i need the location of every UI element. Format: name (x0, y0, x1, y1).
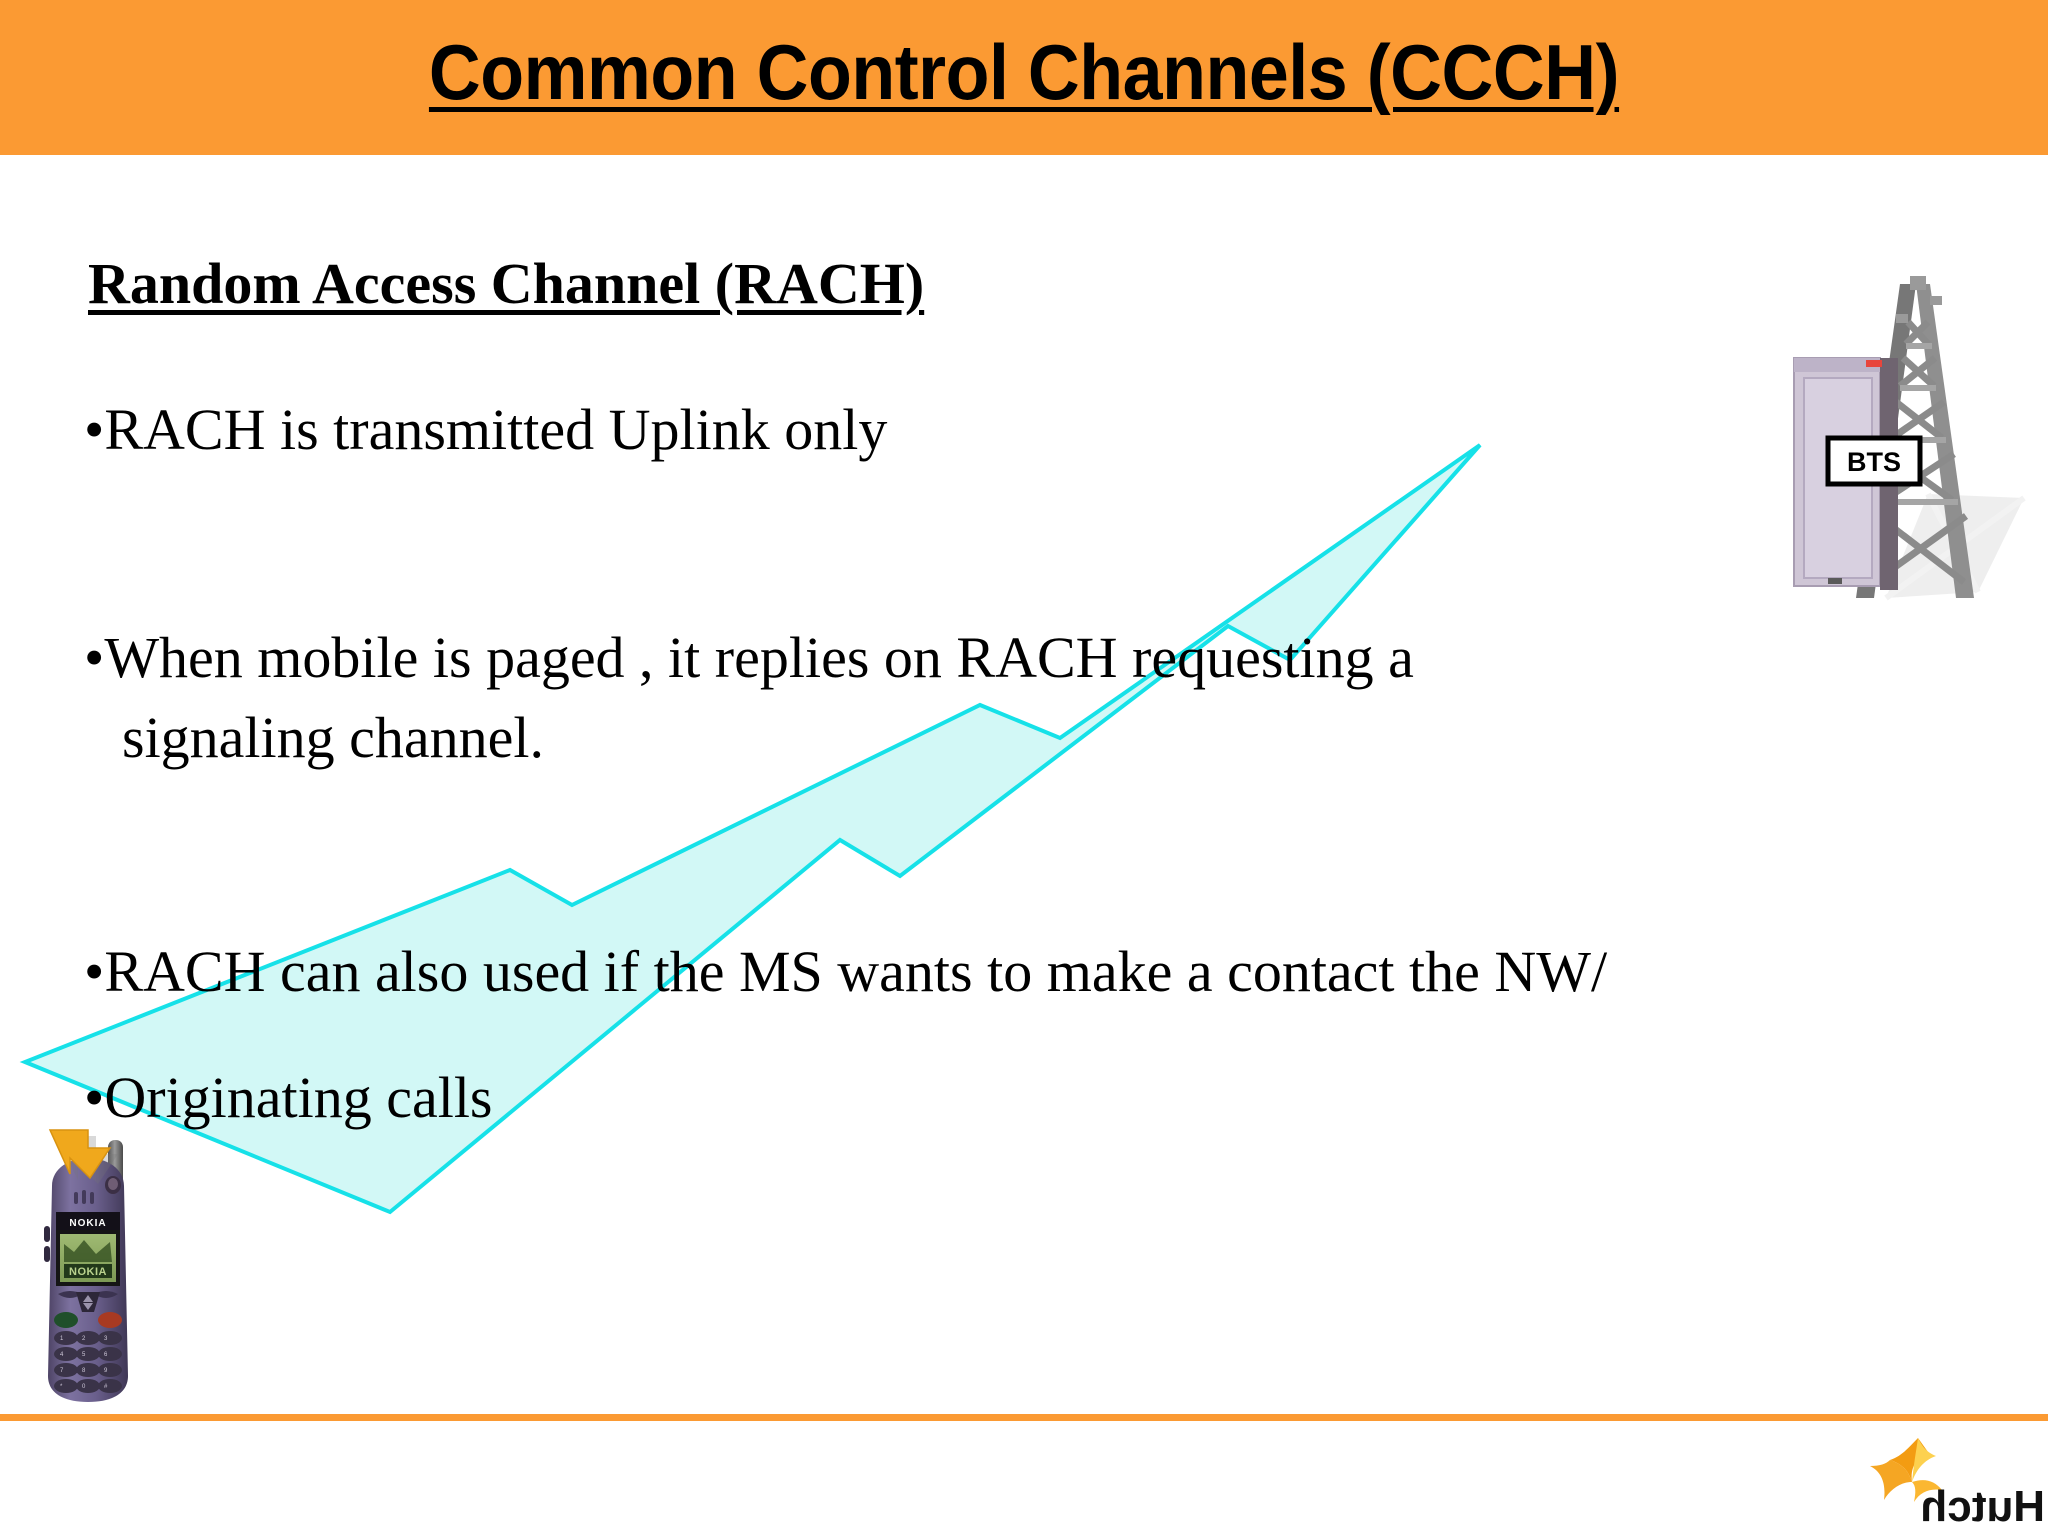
bts-label-box (1825, 435, 1923, 487)
brand-star-icon (1870, 1438, 1942, 1502)
bullet-item-2-continuation: signaling channel. (122, 705, 545, 770)
svg-text:0: 0 (82, 1384, 86, 1390)
svg-text:9: 9 (104, 1368, 108, 1374)
side-key-down[interactable] (44, 1246, 50, 1262)
svg-text:3: 3 (104, 1336, 108, 1342)
svg-text:*: * (60, 1384, 63, 1390)
bullet-text-4: Originating calls (104, 1065, 493, 1130)
bullet-text-1: RACH is transmitted Uplink only (104, 397, 888, 462)
svg-text:7: 7 (60, 1368, 64, 1374)
svg-text:2: 2 (82, 1336, 86, 1342)
brand-band (56, 1212, 120, 1230)
keypad[interactable]: 1 2 3 4 5 6 7 8 9 * 0 # (54, 1331, 122, 1393)
svg-text:6: 6 (104, 1352, 108, 1358)
bts-label-text: BTS (1847, 447, 1901, 477)
svg-text:5: 5 (82, 1352, 86, 1358)
left-softkey[interactable] (58, 1291, 82, 1298)
bullet-item-4: •Originating calls (84, 1064, 493, 1132)
mobile-handset-illustration: NOKIA NOKIA (44, 1140, 128, 1402)
svg-text:4: 4 (60, 1352, 64, 1358)
bullet-marker-icon: • (84, 939, 105, 1004)
page-title: Common Control Channels (CCCH) (428, 28, 1620, 116)
screen-brand-label: NOKIA (69, 1266, 107, 1278)
bullet-item-1: •RACH is transmitted Uplink only (84, 396, 887, 464)
bullet-item-2: •When mobile is paged , it replies on RA… (84, 624, 1414, 692)
screen-graphic-icon (64, 1240, 112, 1262)
bullet-text-3: RACH can also used if the MS wants to ma… (104, 939, 1608, 1004)
nav-up-icon (83, 1295, 93, 1302)
section-heading: Random Access Channel (RACH) (88, 251, 925, 316)
bullet-marker-icon: • (84, 1065, 105, 1130)
call-key[interactable] (54, 1312, 78, 1328)
screen-logo-plate (64, 1264, 112, 1278)
svg-text:1: 1 (60, 1336, 64, 1342)
end-key[interactable] (98, 1312, 122, 1328)
pointer-arrow-icon (48, 1129, 118, 1184)
nav-down-icon (83, 1303, 93, 1310)
footer-divider (0, 1414, 2048, 1421)
svg-text:8: 8 (82, 1368, 86, 1374)
bullet-marker-icon: • (84, 625, 105, 690)
bullet-text-2: When mobile is paged , it replies on RAC… (104, 625, 1414, 690)
bullet-marker-icon: • (84, 397, 105, 462)
bullet-item-3: •RACH can also used if the MS wants to m… (84, 938, 1607, 1006)
right-softkey[interactable] (94, 1291, 118, 1298)
svg-text:#: # (104, 1384, 108, 1390)
title-banner: Common Control Channels (CCCH) (0, 0, 2048, 155)
side-key-up[interactable] (44, 1226, 50, 1242)
handset-brand-label: NOKIA (69, 1218, 106, 1229)
bts-illustration: BTS (1793, 276, 2026, 601)
